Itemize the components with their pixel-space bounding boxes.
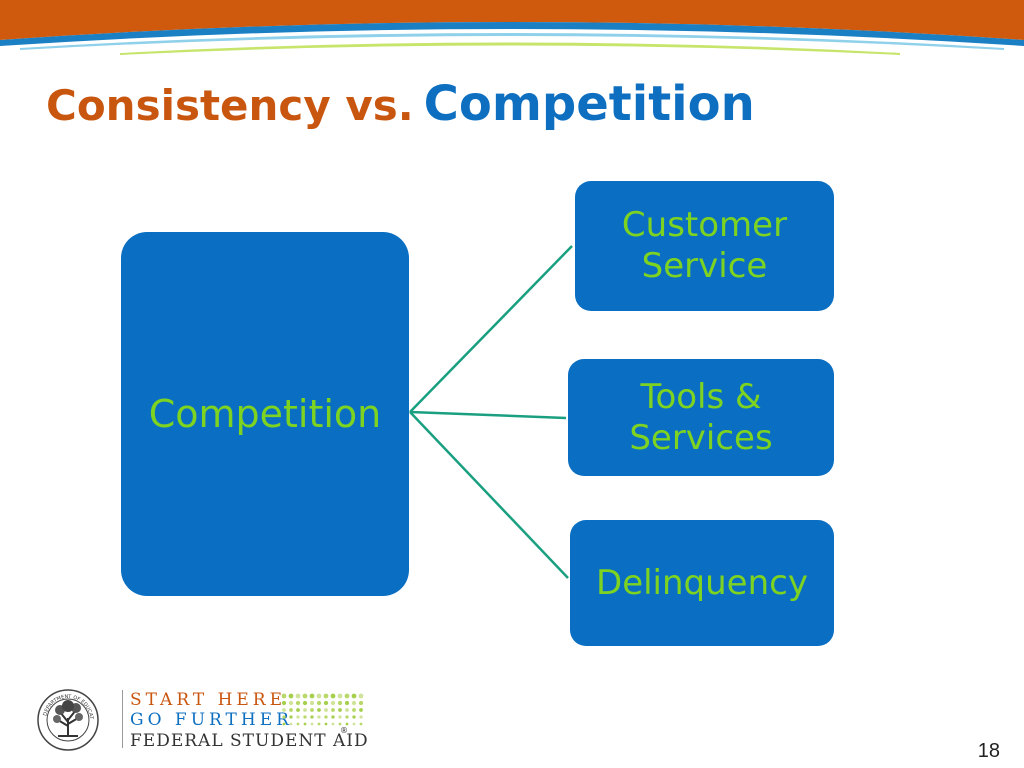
logo-dot (352, 708, 356, 712)
logo-dot (281, 700, 287, 706)
customer-service-box: Customer Service (575, 181, 834, 311)
logo-dot (337, 700, 343, 706)
competition-label: Competition (148, 392, 382, 436)
logo-dot (295, 693, 301, 699)
logo-dot (317, 708, 321, 712)
delinquency-box: Delinquency (570, 520, 834, 646)
logo-dot (317, 715, 321, 719)
connector-customer-service (409, 245, 573, 413)
logo-dot-pattern (281, 693, 364, 726)
connector-tools-services (409, 410, 567, 420)
logo-dot (282, 708, 286, 712)
page-number: 18 (977, 740, 1000, 762)
title-consistency: Consistency vs. (46, 81, 414, 130)
logo-dot (296, 708, 300, 712)
connector-delinquency (409, 411, 569, 579)
logo-dot (337, 693, 343, 699)
logo-dot (331, 715, 335, 719)
logo-dot (310, 722, 314, 726)
logo-dot (359, 722, 363, 726)
logo-dot (359, 708, 363, 712)
logo-dot (324, 722, 328, 726)
logo-dot (351, 700, 357, 706)
logo-dot (330, 693, 336, 699)
federal-student-aid-logo: DEPARTMENT OF EDUCATION · UNITED STATES … (30, 686, 368, 756)
logo-dot (324, 708, 328, 712)
logo-dot (330, 700, 336, 706)
logo-dot (296, 722, 300, 726)
department-seal-icon: DEPARTMENT OF EDUCATION · UNITED STATES … (36, 688, 99, 751)
logo-dot (351, 693, 357, 699)
logo-dot (302, 693, 308, 699)
logo-dot (352, 722, 356, 726)
logo-federal-student-aid: FEDERAL STUDENT AID (130, 731, 369, 751)
logo-dot (323, 700, 329, 706)
competition-box: Competition (121, 232, 409, 596)
logo-start-here: START HERE (130, 690, 287, 710)
logo-dot (338, 722, 342, 726)
logo-dot (331, 708, 335, 712)
logo-dot (317, 722, 321, 726)
logo-dot (296, 715, 300, 719)
logo-dot (302, 700, 308, 706)
slide-title: Consistency vs.Competition (46, 78, 755, 131)
logo-go-further: GO FURTHER (130, 710, 293, 730)
logo-dot (358, 700, 364, 706)
logo-dot (289, 722, 293, 726)
title-competition: Competition (423, 76, 755, 132)
registered-mark: ® (340, 726, 348, 735)
logo-dot (310, 715, 314, 719)
tools-services-line2: Services (629, 417, 773, 458)
logo-dot (288, 693, 294, 699)
logo-dot (309, 693, 315, 699)
logo-dot (345, 708, 349, 712)
logo-dot (310, 708, 314, 712)
logo-dot (323, 693, 329, 699)
customer-service-line2: Service (641, 246, 768, 286)
tools-services-box: Tools & Services (568, 359, 834, 476)
logo-dot (282, 715, 286, 719)
logo-dot (316, 700, 322, 706)
logo-dot (303, 722, 307, 726)
logo-divider (122, 690, 123, 748)
logo-dot (359, 715, 363, 719)
logo-dot (303, 708, 307, 712)
logo-dot (345, 722, 349, 726)
logo-dot (331, 722, 335, 726)
logo-dot (316, 693, 322, 699)
tools-services-line1: Tools & (640, 376, 762, 417)
logo-dot (309, 700, 315, 706)
logo-dot (282, 722, 286, 726)
logo-dot (338, 715, 342, 719)
logo-dot (344, 693, 350, 699)
logo-dot (345, 715, 349, 719)
logo-dot (289, 708, 293, 712)
logo-dot (352, 715, 356, 719)
logo-dot (358, 693, 364, 699)
logo-dot (289, 715, 293, 719)
logo-dot (338, 708, 342, 712)
logo-dot (288, 700, 294, 706)
logo-dot (324, 715, 328, 719)
logo-dot (344, 700, 350, 706)
header-banner (0, 0, 1024, 60)
delinquency-label: Delinquency (596, 562, 808, 603)
logo-text: START HERE GO FURTHER FEDERAL STUDENT AI… (130, 690, 369, 752)
customer-service-line1: Customer (621, 205, 788, 246)
logo-dot (303, 715, 307, 719)
logo-dot (281, 693, 287, 699)
logo-dot (295, 700, 301, 706)
